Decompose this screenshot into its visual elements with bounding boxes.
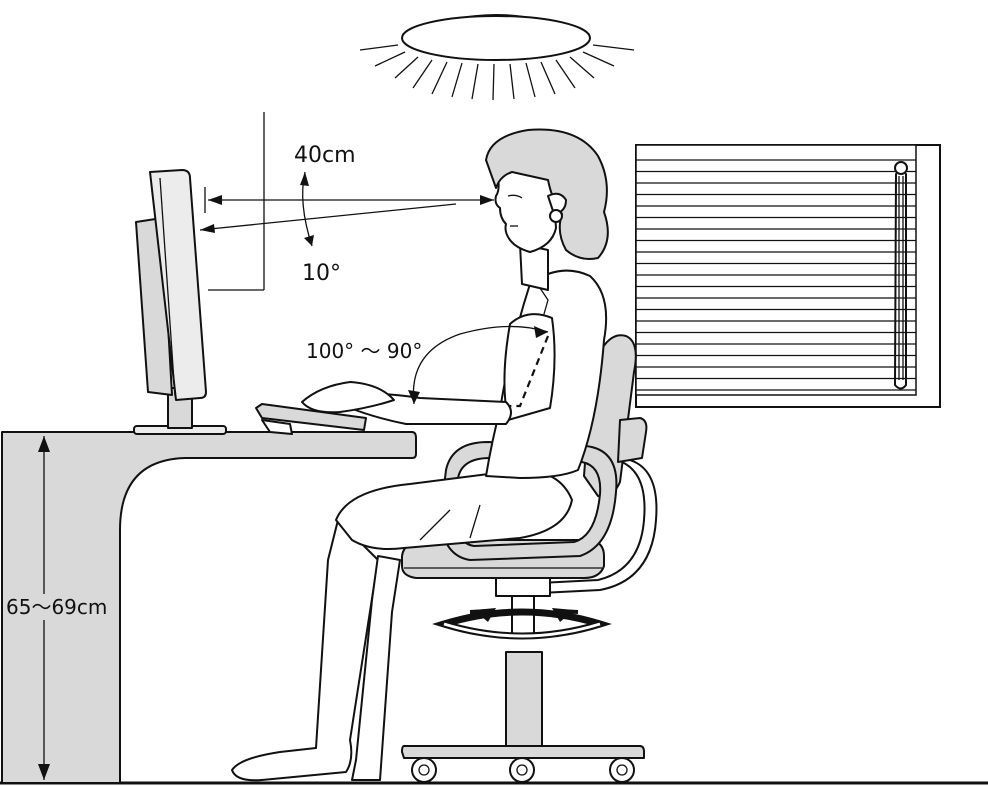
elbow-angle-label: 100° ～ 90° (306, 339, 422, 363)
eye-distance-label: 40cm (294, 143, 356, 168)
gaze-angle-label: 10° (302, 261, 341, 286)
ceiling-lamp-icon (360, 15, 634, 100)
chair-casters (412, 758, 634, 782)
desk-height-label: 65～69cm (6, 595, 107, 619)
viewing-distance-annotation (200, 112, 494, 290)
window-blinds (636, 145, 940, 407)
monitor (134, 170, 226, 434)
blind-slats (636, 160, 916, 390)
